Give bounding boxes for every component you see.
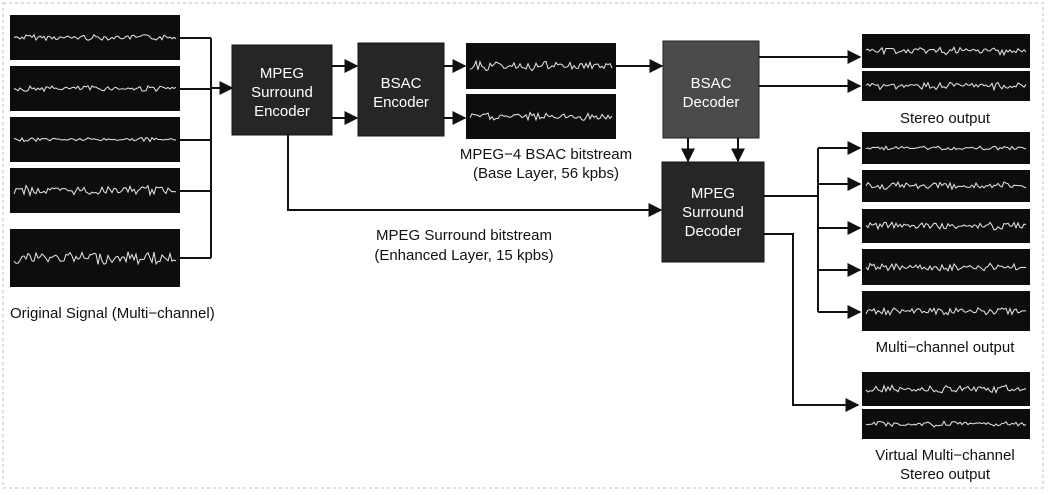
waveform: [10, 15, 180, 60]
surround-decoder-line-2: Surround: [682, 204, 744, 221]
waveform: [862, 71, 1030, 101]
bsac-decoder-block: BSAC Decoder: [663, 41, 759, 138]
waveform: [862, 409, 1030, 439]
bsac-decoder-line-1: BSAC: [691, 75, 732, 92]
waveform: [862, 291, 1030, 331]
surround-decoder-line-1: MPEG: [691, 185, 735, 202]
bsac-decoder-line-2: Decoder: [683, 94, 740, 111]
surround-encoder-line-1: MPEG: [260, 65, 304, 82]
surround-decoder-line-3: Decoder: [685, 223, 742, 240]
bsac-encoder-line-2: Encoder: [373, 94, 429, 111]
waveform: [10, 229, 180, 287]
waveform: [862, 34, 1030, 68]
virtual-stereo-label-1: Virtual Multi−channel: [875, 447, 1014, 464]
arrow-to-virtual-stereo: [764, 234, 858, 405]
bsac-bitstream-waveforms: [466, 43, 616, 139]
bsac-bitstream-label-2: (Base Layer, 56 kpbs): [473, 165, 619, 182]
surround-encoder-line-2: Surround: [251, 84, 313, 101]
original-signal-label: Original Signal (Multi−channel): [10, 305, 215, 322]
waveform: [10, 66, 180, 111]
stereo-output-label: Stereo output: [900, 110, 991, 127]
bsac-bitstream-label-1: MPEG−4 BSAC bitstream: [460, 146, 632, 163]
multichannel-output-label: Multi−channel output: [876, 339, 1016, 356]
bsac-encoder-line-1: BSAC: [381, 75, 422, 92]
surround-bitstream-label-2: (Enhanced Layer, 15 kpbs): [374, 247, 553, 264]
original-signal-waveforms: [10, 15, 180, 287]
waveform: [10, 168, 180, 213]
surround-bitstream-label-1: MPEG Surround bitstream: [376, 227, 552, 244]
waveform: [10, 117, 180, 162]
waveform: [862, 209, 1030, 243]
stereo-output-waveforms: [862, 34, 1030, 101]
waveform: [466, 43, 616, 89]
mpeg-surround-decoder-block: MPEG Surround Decoder: [662, 162, 764, 262]
bsac-encoder-block: BSAC Encoder: [358, 43, 444, 136]
mpeg-surround-encoder-block: MPEG Surround Encoder: [232, 45, 332, 135]
multichannel-bus: [764, 148, 860, 312]
waveform: [862, 249, 1030, 285]
waveform: [862, 170, 1030, 202]
virtual-stereo-waveforms: [862, 372, 1030, 439]
input-bus: [180, 38, 232, 258]
multichannel-output-waveforms: [862, 132, 1030, 331]
virtual-stereo-label-2: Stereo output: [900, 466, 991, 483]
waveform: [862, 132, 1030, 164]
surround-encoder-line-3: Encoder: [254, 103, 310, 120]
waveform: [862, 372, 1030, 406]
waveform: [466, 94, 616, 139]
